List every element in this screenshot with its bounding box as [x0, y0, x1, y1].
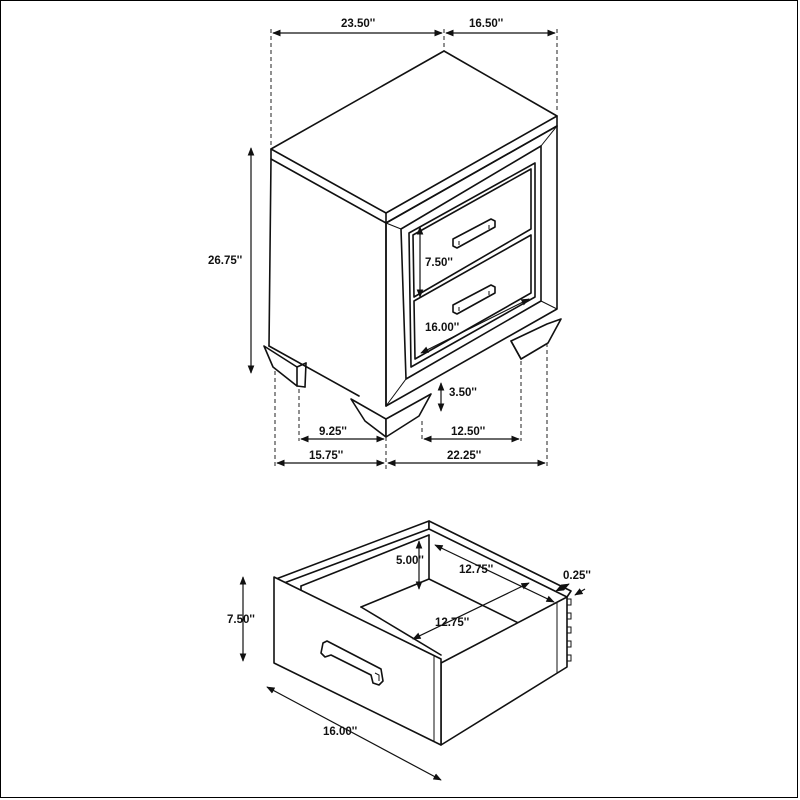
label-width: 23.50'' — [341, 18, 376, 30]
side-panel — [268, 158, 272, 347]
dovetail-joints — [567, 598, 572, 662]
nightstand-dimensions — [247, 29, 556, 467]
drawer-handle — [320, 640, 384, 686]
upper-drawer-handle — [452, 218, 496, 249]
leg-front-left — [350, 398, 387, 438]
label-front-height: 7.50'' — [227, 614, 255, 626]
drawer-front — [273, 576, 442, 746]
label-height: 26.75'' — [208, 255, 243, 267]
lower-drawer-handle — [452, 284, 496, 315]
nightstand-labels: 23.50'' 16.50'' 26.75'' 7.50'' 16.00'' 3… — [208, 18, 504, 462]
label-drawer-height: 7.50'' — [425, 257, 453, 269]
label-base-side: 15.75'' — [309, 450, 344, 462]
label-base-front: 22.25'' — [447, 450, 482, 462]
label-interior-width-back: 12.75'' — [459, 564, 494, 576]
upper-drawer — [412, 168, 532, 298]
nightstand-top — [270, 50, 558, 214]
drawer-labels: 5.00'' 12.75'' 12.75'' 0.25'' 7.50'' 16.… — [227, 555, 591, 738]
nightstand-guides — [270, 29, 558, 469]
label-side-thickness: 0.25'' — [563, 570, 591, 582]
label-interior-depth: 5.00'' — [396, 555, 424, 567]
drawer-back-top — [275, 520, 430, 584]
drawer-dimensions — [239, 540, 586, 781]
label-depth: 16.50'' — [469, 18, 504, 30]
label-leg-height: 3.50'' — [449, 387, 477, 399]
label-leg-gap-side: 9.25'' — [319, 426, 347, 438]
label-drawer-width: 16.00'' — [425, 322, 460, 334]
legs — [263, 318, 562, 438]
label-front-width: 16.00'' — [323, 726, 358, 738]
label-interior-width-floor: 12.75'' — [435, 617, 470, 629]
nightstand-body — [268, 50, 558, 407]
label-leg-gap-front: 12.50'' — [451, 426, 486, 438]
